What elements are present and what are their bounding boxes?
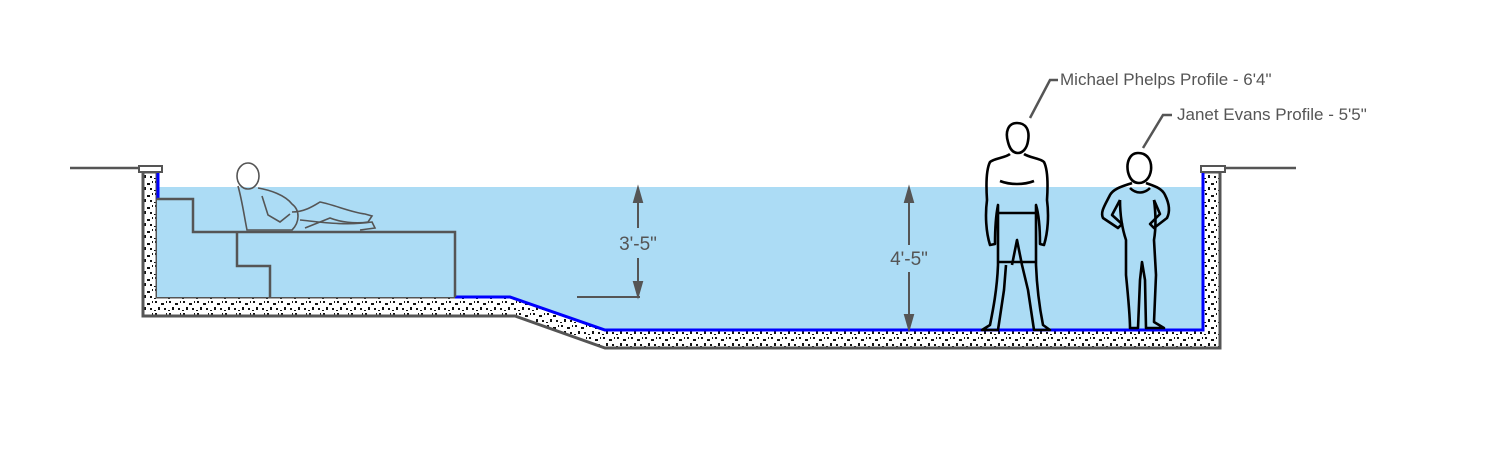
janet-evans-callout: Janet Evans Profile - 5'5"	[1177, 105, 1367, 124]
deep-depth-dimension	[903, 184, 915, 333]
shallow-depth-label: 3'-5"	[619, 234, 657, 255]
michael-phelps-callout: Michael Phelps Profile - 6'4"	[1060, 70, 1272, 89]
reclining-person-figure	[236, 162, 377, 231]
lower-step	[235, 232, 272, 297]
left-coping	[138, 165, 163, 173]
deep-depth-label: 4'-5"	[890, 249, 928, 270]
pool-liner	[455, 172, 1205, 332]
right-coping	[1200, 165, 1226, 173]
michael-phelps-figure	[980, 121, 1052, 332]
janet-leader-line	[1141, 113, 1172, 149]
michael-leader-line	[1028, 78, 1058, 119]
janet-evans-figure	[1100, 151, 1171, 330]
water	[157, 187, 1203, 330]
steps	[157, 197, 457, 297]
shallow-depth-dimension	[577, 184, 644, 300]
